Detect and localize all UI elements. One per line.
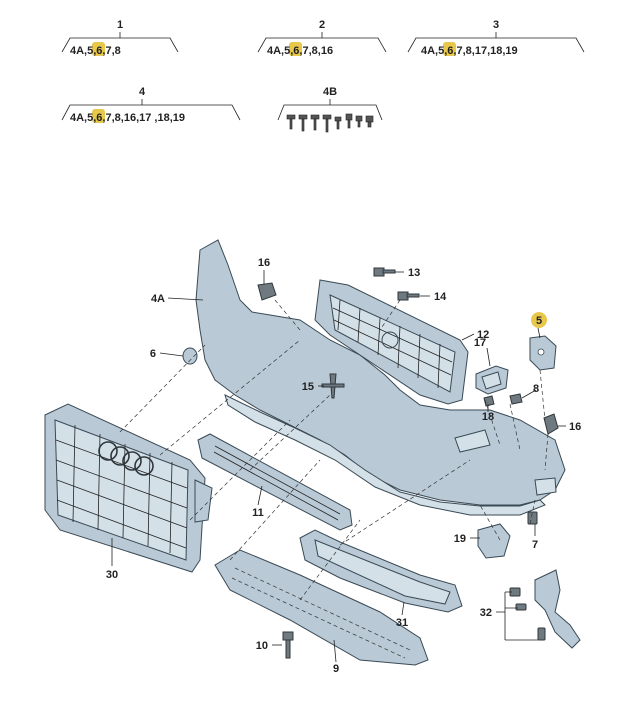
- group-2-highlight: [289, 42, 302, 56]
- group-1-bracket: [61, 32, 179, 53]
- part-16-clip-right: [543, 413, 559, 435]
- group-2-list: 4A,5,6,7,8,16: [267, 45, 333, 57]
- callout-10: 10: [256, 640, 268, 652]
- group-4: 4 4A,5,6,7,8,16,17 ,18,19: [61, 86, 241, 124]
- callout-9: 9: [333, 663, 339, 675]
- group-3-label: 3: [493, 19, 499, 31]
- alignment-lines: [119, 299, 549, 601]
- group-4-bracket: [61, 99, 241, 121]
- part-13-screw: [373, 267, 396, 277]
- callout-6: 6: [150, 348, 156, 360]
- callout-19: 19: [454, 533, 466, 545]
- group-2: 2 4A,5,6,7,8,16: [257, 19, 387, 57]
- group-2-bracket: [257, 32, 387, 53]
- callout-5: 5: [536, 315, 542, 327]
- radiator-grille: [44, 403, 213, 573]
- group-4b-bracket: [277, 99, 383, 121]
- callout-11: 11: [252, 507, 264, 519]
- group-3-highlight: [443, 42, 456, 56]
- callout-30: 30: [106, 569, 118, 581]
- callout-12: 12: [477, 329, 489, 341]
- bumper-side-grille-opening: [454, 429, 491, 453]
- callout-13: 13: [408, 267, 420, 279]
- undertray: [214, 549, 429, 666]
- callout-18: 18: [482, 411, 494, 423]
- callout-7: 7: [532, 539, 538, 551]
- part-10-screw: [282, 631, 294, 659]
- screw-set-icon: [286, 113, 374, 133]
- part-16-clip-top: [257, 282, 277, 301]
- grille-frame: [314, 279, 469, 405]
- part-15-plug: [321, 373, 345, 399]
- group-4b-label: 4B: [323, 86, 337, 98]
- callout-32: 32: [480, 607, 492, 619]
- callout-16-right: 16: [569, 421, 581, 433]
- part-7-clip: [527, 511, 538, 525]
- callout-16-top: 16: [258, 257, 270, 269]
- group-3: 3 4A,5,6,7,8,17,18,19: [407, 19, 585, 57]
- group-4-highlight: [92, 109, 105, 123]
- part-19-bracket: [477, 523, 511, 559]
- group-4-list: 4A,5,6,7,8,16,17 ,18,19: [70, 112, 185, 124]
- callout-14: 14: [434, 291, 447, 303]
- group-2-label: 2: [319, 19, 325, 31]
- group-3-list: 4A,5,6,7,8,17,18,19: [421, 45, 518, 57]
- audi-ring-icon: [98, 441, 118, 461]
- group-1: 1 4A,5,6,7,8: [61, 19, 179, 57]
- bumper-tow-opening: [534, 477, 557, 496]
- leader-lines: [111, 270, 566, 663]
- part-5-bracket: [529, 335, 557, 371]
- callout-8: 8: [533, 383, 539, 395]
- side-bracket: [509, 569, 581, 649]
- part-8-clip: [509, 393, 523, 405]
- group-1-label: 1: [117, 19, 123, 31]
- group-1-list: 4A,5,6,7,8: [70, 45, 121, 57]
- callout-5-highlight: [531, 312, 547, 328]
- part-14-screw: [397, 291, 420, 301]
- group-1-highlight: [92, 42, 105, 56]
- group-4-label: 4: [139, 86, 146, 98]
- group-3-bracket: [407, 32, 585, 53]
- part-17-bracket: [475, 365, 509, 395]
- callout-17: 17: [474, 337, 486, 349]
- group-4b: 4B: [277, 86, 383, 133]
- bumper-lower-lip: [224, 394, 546, 516]
- callout-15: 15: [302, 381, 314, 393]
- callout-4A: 4A: [151, 293, 165, 305]
- callout-31: 31: [396, 617, 408, 629]
- part-6-cap: [182, 347, 198, 365]
